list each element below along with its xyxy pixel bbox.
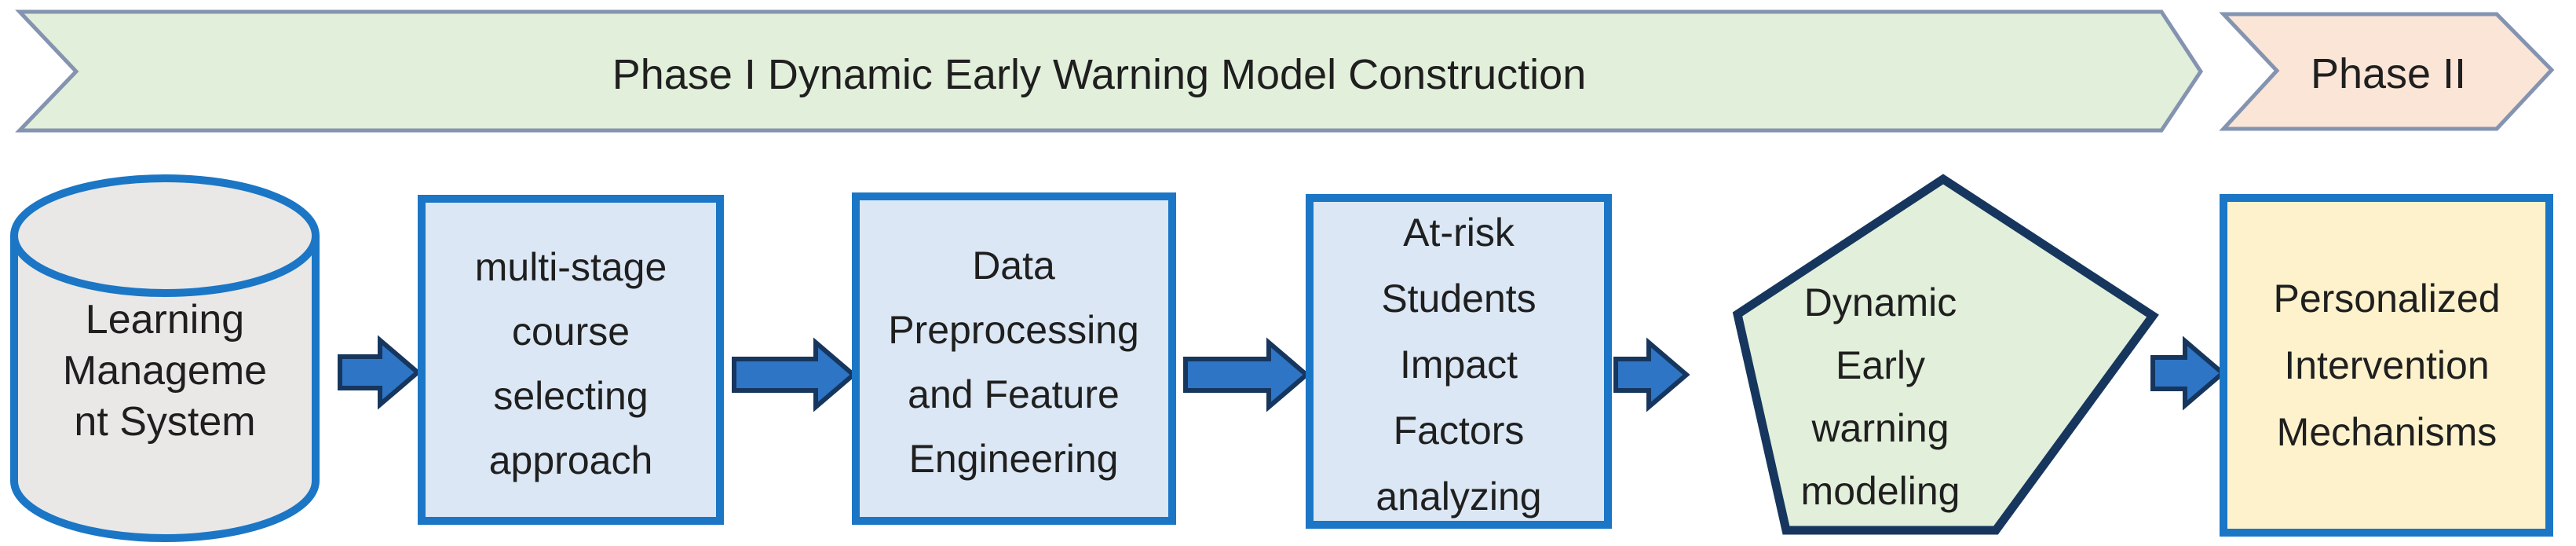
at-risk-label-line: Impact (1400, 343, 1518, 387)
cylinder-body-outline (10, 236, 320, 542)
cylinder-body (14, 236, 316, 538)
phase2-banner-label: Phase II (2311, 50, 2466, 97)
at-risk-label-line: analyzing (1376, 475, 1541, 519)
dynamic-modeling-label-line: warning (1811, 406, 1949, 450)
preprocessing-label-line: Data (972, 244, 1055, 288)
flow-arrow-icon (338, 335, 422, 410)
dynamic-modeling-label-line: Dynamic (1804, 280, 1957, 324)
flow-arrow-icon (1613, 337, 1690, 412)
flow-arrow-icon (2150, 335, 2227, 411)
dynamic-modeling-label-line: modeling (1801, 469, 1960, 513)
at-risk-label-line: Factors (1394, 409, 1525, 453)
dynamic-modeling-pentagon (1732, 174, 2159, 535)
intervention-label-line: Intervention (2284, 343, 2489, 387)
node-dynamic-modeling: Dynamic Early warning modeling (1732, 174, 2159, 535)
preprocessing-box (852, 192, 1176, 525)
phase2-banner-shape (2219, 12, 2555, 131)
node-course-selecting: multi-stage course selecting approach (418, 195, 724, 525)
lms-database-cylinder: Learning Manageme nt System (10, 174, 320, 542)
cylinder-top (10, 174, 320, 297)
at-risk-label-line: Students (1381, 277, 1536, 321)
node-at-risk-analysis: At-risk Students Impact Factors analyzin… (1306, 194, 1612, 529)
intervention-box (2220, 194, 2553, 537)
node-preprocessing: Data Preprocessing and Feature Engineeri… (852, 192, 1176, 525)
phase1-banner-label: Phase I Dynamic Early Warning Model Cons… (612, 51, 1587, 98)
phase1-banner-shape (15, 9, 2203, 133)
course-selecting-label-line: course (512, 310, 630, 354)
lms-label-line: Learning (86, 297, 244, 343)
preprocessing-label-line: and Feature (908, 372, 1120, 416)
preprocessing-label-line: Engineering (909, 437, 1119, 481)
dynamic-modeling-label-line: Early (1836, 343, 1925, 387)
course-selecting-label-line: approach (489, 438, 653, 482)
at-risk-label-line: At-risk (1403, 211, 1515, 255)
flow-arrow-icon (732, 337, 857, 412)
flow-arrow-icon (1183, 337, 1310, 412)
preprocessing-label-line: Preprocessing (888, 308, 1139, 352)
course-selecting-label-line: multi-stage (475, 245, 667, 289)
intervention-label-line: Personalized (2273, 277, 2500, 321)
lms-label-line: Manageme (63, 348, 267, 394)
course-selecting-label-line: selecting (493, 374, 648, 418)
course-selecting-box (418, 195, 724, 525)
at-risk-analysis-box (1306, 194, 1612, 529)
lms-label-line: nt System (74, 399, 255, 445)
intervention-label-line: Mechanisms (2277, 410, 2497, 454)
node-intervention: Personalized Intervention Mechanisms (2220, 194, 2553, 537)
